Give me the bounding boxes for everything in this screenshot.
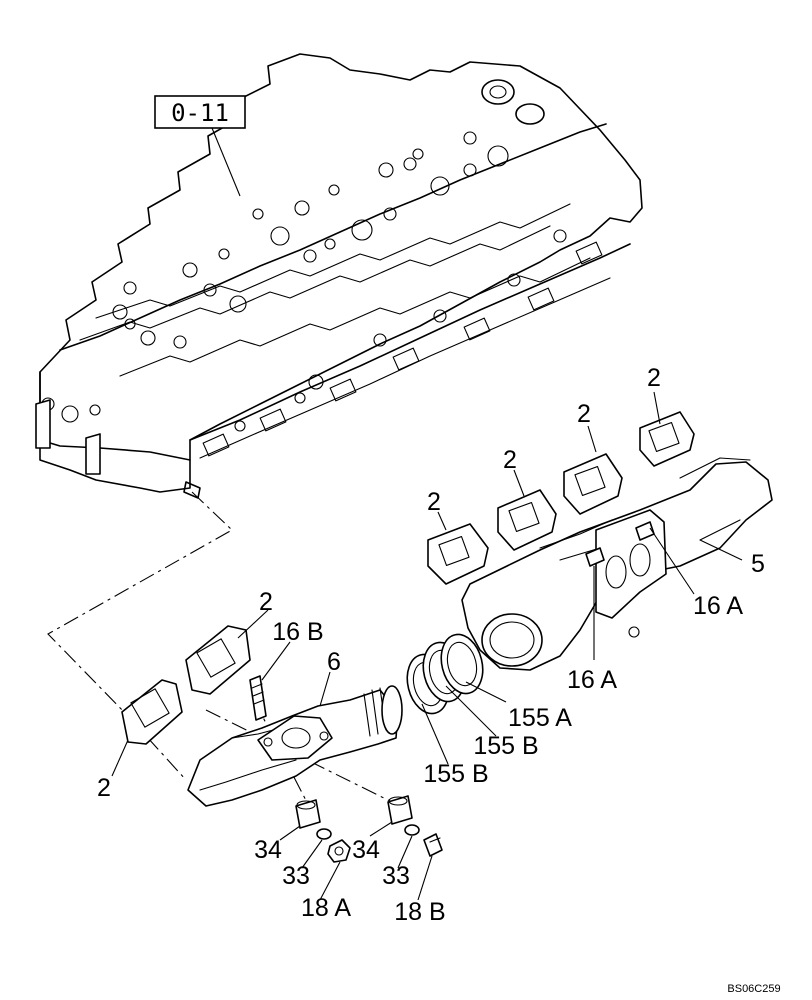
washer-left xyxy=(316,828,332,840)
callout-ring-155b-lower: 155 B xyxy=(423,760,488,788)
stud-16b xyxy=(249,675,267,721)
callout-bolt-18b: 18 B xyxy=(394,898,445,926)
callout-ring-155a: 155 A xyxy=(508,704,572,732)
callout-labels: 2 2 2 2 5 16 A 16 A 155 A 155 B 155 B 2 … xyxy=(97,364,765,926)
spacer-right xyxy=(387,795,413,825)
callout-manifold-front: 6 xyxy=(327,648,341,676)
gaskets-front xyxy=(121,625,251,745)
cylinder-head xyxy=(35,53,643,499)
leader-lines xyxy=(111,391,743,901)
outlet-threads xyxy=(363,685,403,737)
callout-gasket-d: 2 xyxy=(427,488,441,516)
gasket-rear-4 xyxy=(639,411,695,467)
front-exhaust-manifold xyxy=(187,685,403,807)
callout-stud-16a-lower: 16 A xyxy=(567,666,617,694)
callout-gasket-c: 2 xyxy=(503,446,517,474)
washer-right xyxy=(404,824,420,836)
spacer-left xyxy=(295,799,321,829)
reference-label: 0-11 xyxy=(171,99,229,127)
callout-stud-16a-upper: 16 A xyxy=(693,592,743,620)
gaskets-rear xyxy=(427,411,695,585)
bolt-right xyxy=(423,833,443,857)
callout-manifold-rear: 5 xyxy=(751,550,765,578)
callout-gasket-f: 2 xyxy=(97,774,111,802)
gasket-rear-1 xyxy=(427,523,489,585)
gasket-rear-2 xyxy=(497,489,557,551)
gasket-front-2 xyxy=(185,625,251,695)
callout-washer-33-right: 33 xyxy=(382,862,410,890)
callout-gasket-e: 2 xyxy=(259,588,273,616)
callout-ring-155b-upper: 155 B xyxy=(473,732,538,760)
callout-spacer-34-right: 34 xyxy=(352,836,380,864)
callout-stud-16b: 16 B xyxy=(272,618,323,646)
sealing-rings xyxy=(406,633,484,715)
rear-exhaust-manifold xyxy=(461,457,773,671)
callout-nut-18a: 18 A xyxy=(301,894,351,922)
reference-label-box: 0-11 xyxy=(154,95,246,197)
callout-washer-33-left: 33 xyxy=(282,862,310,890)
callout-gasket-a: 2 xyxy=(647,364,661,392)
gasket-rear-3 xyxy=(563,453,623,515)
callout-gasket-b: 2 xyxy=(577,400,591,428)
fasteners xyxy=(295,795,443,863)
nut-left xyxy=(327,839,351,863)
gasket-front-1 xyxy=(121,679,183,745)
callout-spacer-34-left: 34 xyxy=(254,836,282,864)
drawing-code: BS06C259 xyxy=(727,983,780,995)
